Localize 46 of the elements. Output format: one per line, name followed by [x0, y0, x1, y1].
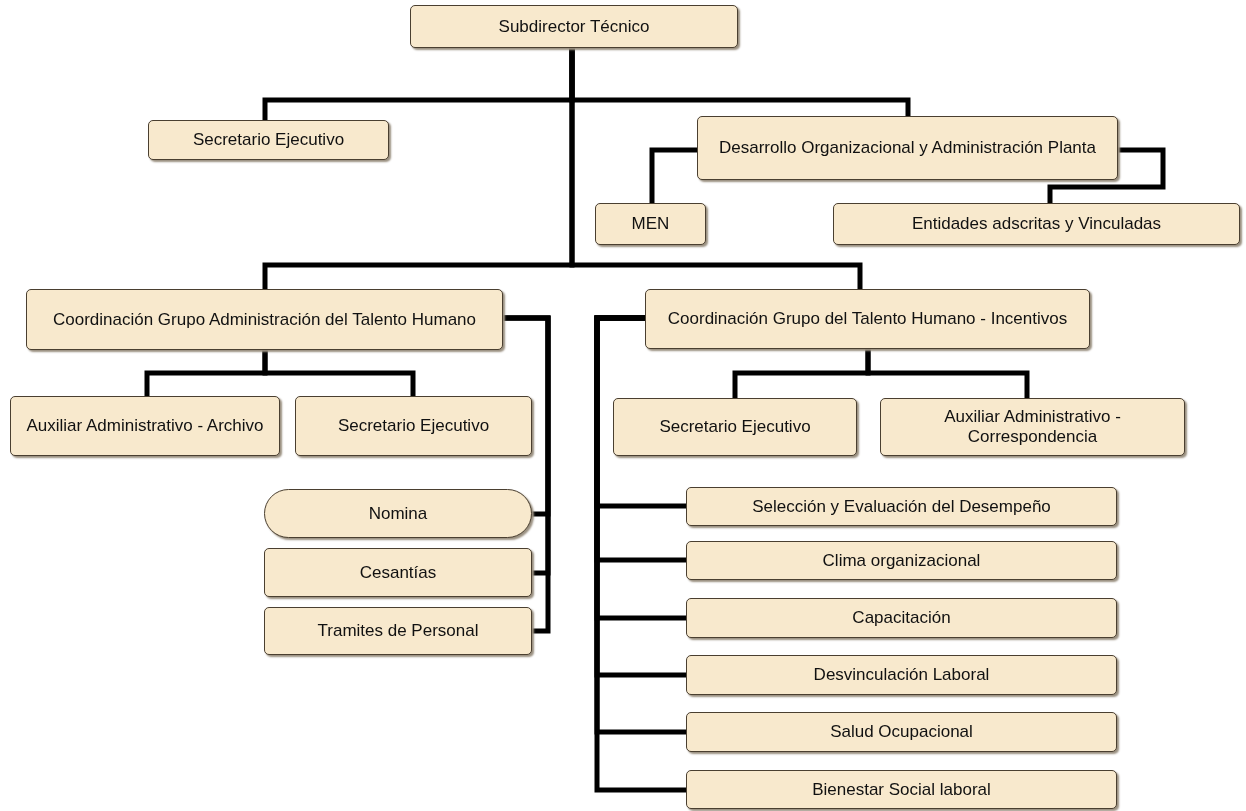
org-box: [645, 289, 1090, 349]
connector-line: [262, 350, 416, 396]
role-title: Coordinación Grupo del Talento Humano - Incentivos: [667, 309, 1068, 329]
org-box: [686, 712, 1117, 752]
role-title: Nomina: [368, 503, 428, 524]
role-title: Desarrollo Organizacional y Administración Planta: [719, 138, 1096, 158]
role-title: Entidades adscritas y Vinculadas: [911, 214, 1162, 234]
role-title: Secretario Ejecutivo: [192, 130, 345, 150]
connector-line: [569, 48, 863, 289]
role-title: Subdirector Técnico: [498, 16, 650, 37]
org-box: [26, 289, 503, 350]
org-box: [410, 5, 738, 48]
connector-line: [649, 147, 697, 203]
org-box: [686, 655, 1117, 695]
org-box: [613, 398, 857, 456]
org-box: [295, 396, 532, 456]
role-title: MEN: [631, 214, 670, 234]
org-box: [697, 116, 1118, 180]
org-box: [686, 541, 1117, 580]
role-title: Clima organizacional: [822, 550, 981, 571]
role-title: Capacitación: [852, 608, 951, 628]
org-box: [686, 487, 1117, 526]
connector-line: [503, 315, 551, 634]
role-title: Tramites de Personal: [317, 621, 479, 641]
role-title: Secretario Ejecutivo: [659, 417, 811, 437]
org-box: [686, 770, 1117, 809]
org-box: [880, 398, 1185, 456]
role-title: Secretario Ejecutivo: [337, 416, 490, 436]
org-box: [595, 203, 706, 245]
org-box: [264, 607, 532, 655]
org-box: [264, 489, 532, 538]
role-title: Bienestar Social laboral: [812, 779, 991, 800]
role-title: Selección y Evaluación del Desempeño: [752, 496, 1051, 517]
role-title: Desvinculación Laboral: [813, 665, 990, 685]
org-box: [833, 203, 1240, 245]
role-title: Cesantías: [359, 562, 437, 583]
org-box: [148, 120, 389, 160]
connector-line: [1047, 147, 1166, 203]
role-title: Auxiliar Administrativo - Archivo: [26, 416, 264, 436]
org-box: [10, 396, 280, 456]
org-box: [264, 548, 532, 597]
org-box: [686, 598, 1117, 638]
role-title: Coordinación Grupo Administración del Talento Humano: [52, 309, 476, 330]
role-title: Auxiliar Administrativo - Correspondencia: [943, 407, 1122, 447]
connector-line: [865, 349, 1030, 398]
role-title: Salud Ocupacional: [830, 722, 973, 742]
